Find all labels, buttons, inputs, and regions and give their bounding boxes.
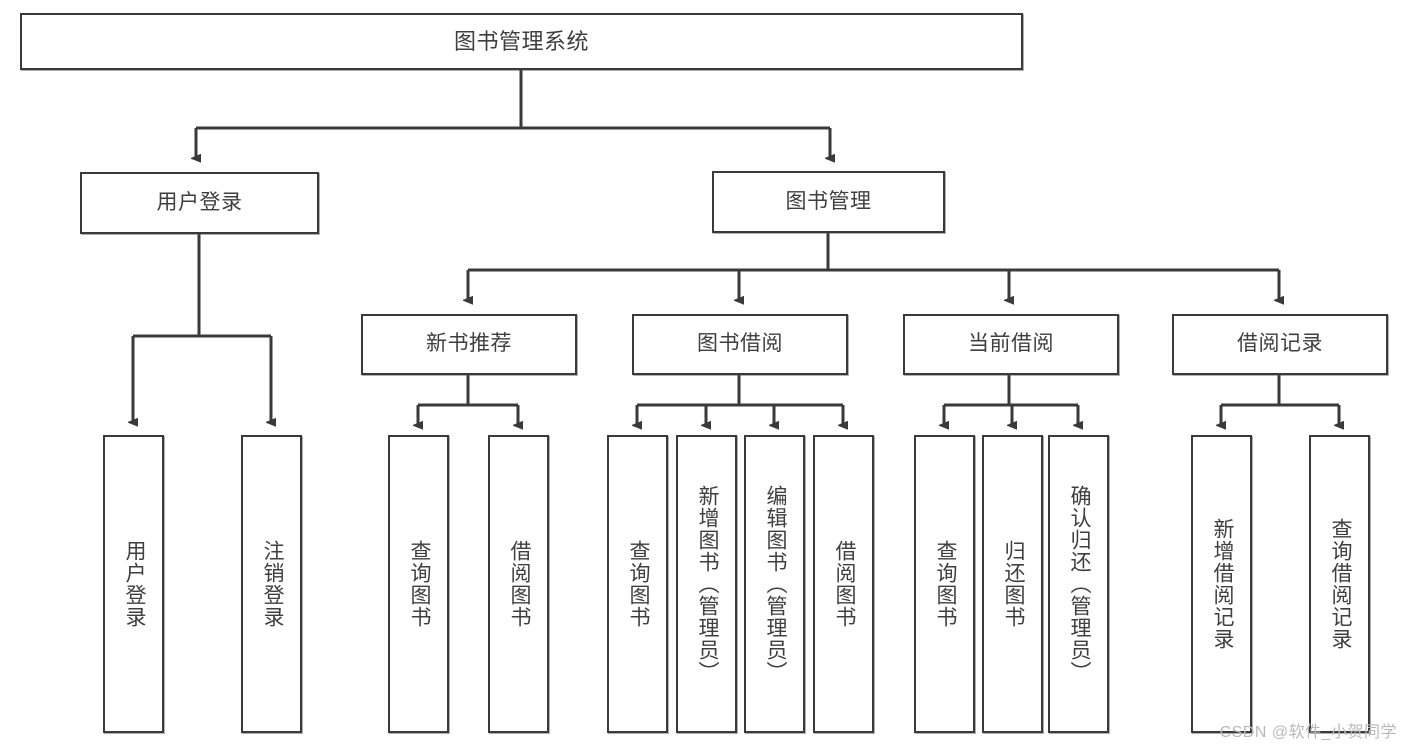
node-book-manage[interactable]: 图书管理 [712, 171, 945, 233]
leaf-user-login-1-label: 用户登录 [122, 540, 146, 628]
leaf-borrow-record-2-label: 查询借阅记录 [1328, 518, 1352, 650]
node-current-borrow-label: 当前借阅 [968, 332, 1054, 356]
leaf-current-borrow-1-label: 查询图书 [933, 540, 957, 628]
leaf-book-borrow-3-label: 编辑图书（管理员） [763, 485, 787, 683]
leaf-new-book-1-label: 查询图书 [407, 540, 431, 628]
node-current-borrow[interactable]: 当前借阅 [903, 314, 1119, 375]
leaf-book-borrow-3[interactable]: 编辑图书（管理员） [744, 435, 805, 733]
node-book-borrow-label: 图书借阅 [697, 332, 783, 356]
leaf-new-book-2-label: 借阅图书 [507, 540, 531, 628]
leaf-user-login-1[interactable]: 用户登录 [103, 435, 164, 733]
leaf-current-borrow-2-label: 归还图书 [1001, 540, 1025, 628]
node-root[interactable]: 图书管理系统 [20, 13, 1023, 70]
leaf-book-borrow-4[interactable]: 借阅图书 [813, 435, 874, 733]
leaf-book-borrow-2[interactable]: 新增图书（管理员） [676, 435, 737, 733]
leaf-book-borrow-4-label: 借阅图书 [832, 540, 856, 628]
node-book-manage-label: 图书管理 [785, 189, 872, 213]
leaf-borrow-record-2[interactable]: 查询借阅记录 [1309, 435, 1370, 733]
leaf-new-book-2[interactable]: 借阅图书 [488, 435, 549, 733]
leaf-current-borrow-3-label: 确认归还（管理员） [1067, 485, 1091, 683]
leaf-user-login-2[interactable]: 注销登录 [241, 435, 302, 733]
node-book-borrow[interactable]: 图书借阅 [632, 314, 848, 375]
node-root-label: 图书管理系统 [453, 28, 589, 54]
node-new-book-recommend-label: 新书推荐 [426, 332, 512, 356]
leaf-new-book-1[interactable]: 查询图书 [388, 435, 449, 733]
node-borrow-record[interactable]: 借阅记录 [1172, 314, 1388, 375]
leaf-user-login-2-label: 注销登录 [260, 540, 284, 628]
leaf-current-borrow-2[interactable]: 归还图书 [982, 435, 1043, 733]
node-new-book-recommend[interactable]: 新书推荐 [361, 314, 577, 375]
leaf-book-borrow-1-label: 查询图书 [626, 540, 650, 628]
node-borrow-record-label: 借阅记录 [1237, 332, 1323, 356]
leaf-current-borrow-1[interactable]: 查询图书 [914, 435, 975, 733]
leaf-borrow-record-1[interactable]: 新增借阅记录 [1191, 435, 1252, 733]
node-user-login-label: 用户登录 [156, 190, 243, 214]
leaf-book-borrow-2-label: 新增图书（管理员） [695, 485, 719, 683]
leaf-book-borrow-1[interactable]: 查询图书 [607, 435, 668, 733]
node-user-login[interactable]: 用户登录 [80, 172, 319, 234]
leaf-current-borrow-3[interactable]: 确认归还（管理员） [1048, 435, 1109, 733]
leaf-borrow-record-1-label: 新增借阅记录 [1210, 518, 1234, 650]
